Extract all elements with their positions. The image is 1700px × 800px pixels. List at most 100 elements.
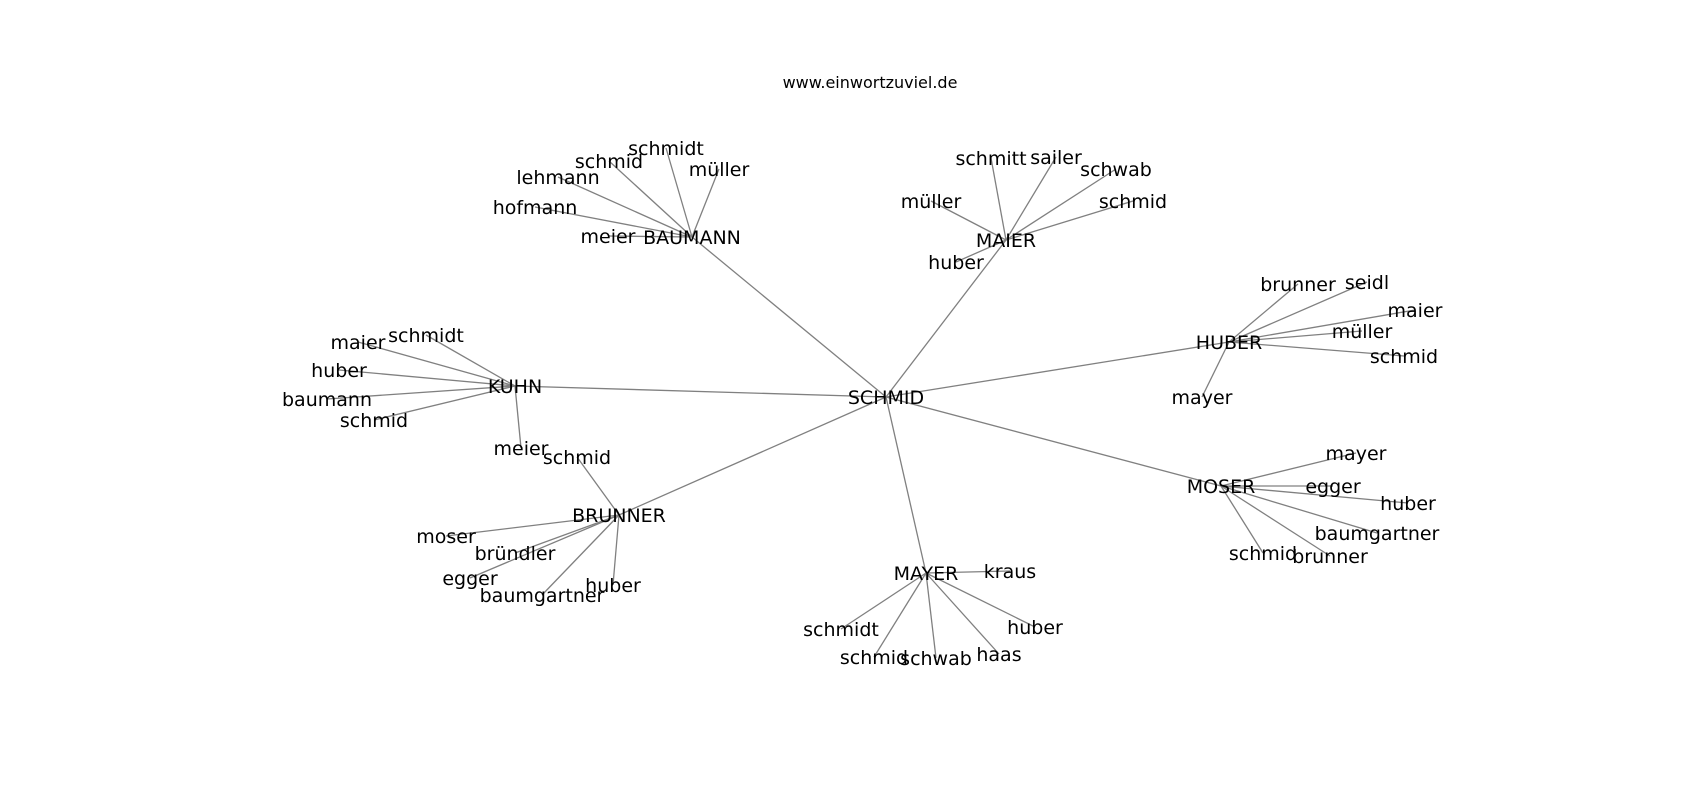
leaf-node-label: meier	[581, 226, 636, 248]
edge-maier-leaf	[1005, 168, 1117, 241]
edge-baumann-leaf	[665, 147, 693, 238]
leaf-node-label: meier	[494, 438, 549, 460]
edge-moser-leaf	[1220, 485, 1331, 557]
hub-node-label: KUHN	[488, 376, 542, 398]
edge-huber-leaf	[1228, 341, 1405, 357]
edge-baumann-leaf	[607, 235, 693, 238]
leaf-node-label: huber	[311, 360, 367, 382]
edge-huber-leaf	[1228, 330, 1363, 343]
leaf-node-label: baumgartner	[480, 585, 605, 607]
edge-root-brunner	[618, 396, 887, 516]
hub-node-label: BRUNNER	[572, 505, 666, 527]
edge-maier-leaf	[1005, 200, 1134, 241]
edge-huber-leaf	[1228, 309, 1416, 343]
edge-baumann-leaf	[557, 176, 693, 238]
leaf-node-label: schmid	[1099, 191, 1167, 213]
edge-kuhn-leaf	[338, 369, 516, 387]
leaf-node-label: seidl	[1345, 272, 1389, 294]
edge-baumann-leaf	[608, 160, 693, 238]
edge-huber-leaf	[1228, 283, 1299, 343]
edge-mayer-leaf	[925, 572, 1000, 655]
edge-maier-leaf	[955, 239, 1007, 263]
edge-root-moser	[885, 396, 1222, 487]
leaf-node-label: müller	[1332, 321, 1393, 343]
leaf-node-label: schmid	[1229, 543, 1297, 565]
leaf-node-label: egger	[1305, 476, 1361, 498]
leaf-node-label: egger	[442, 568, 498, 590]
leaf-node-label: mayer	[1326, 443, 1387, 465]
leaf-node-label: schmitt	[955, 148, 1026, 170]
edge-maier-leaf	[990, 157, 1007, 241]
edge-huber-leaf	[1201, 341, 1230, 398]
leaf-node-label: huber	[1380, 493, 1436, 515]
leaf-node-label: maier	[331, 332, 386, 354]
leaf-node-label: huber	[1007, 617, 1063, 639]
edge-root-baumann	[691, 236, 887, 398]
edge-kuhn-leaf	[357, 341, 516, 387]
edge-moser-leaf	[1220, 485, 1264, 554]
edge-brunner-leaf	[469, 514, 620, 579]
edge-mayer-leaf	[925, 572, 1036, 628]
leaf-node-label: schwab	[1080, 159, 1152, 181]
edge-mayer-leaf	[873, 572, 927, 658]
edge-brunner-leaf	[445, 514, 620, 537]
edge-root-maier	[885, 239, 1007, 398]
leaf-node-label: schmid	[575, 151, 643, 173]
diagram-title: www.einwortzuviel.de	[783, 73, 958, 92]
leaf-node-label: lehmann	[516, 167, 599, 189]
leaf-node-label: schmidt	[388, 325, 464, 347]
edge-moser-leaf	[1220, 485, 1378, 534]
hub-node-label: MAYER	[894, 563, 959, 585]
edge-root-kuhn	[514, 385, 887, 398]
edge-baumann-leaf	[691, 168, 720, 238]
edge-huber-leaf	[1228, 281, 1368, 343]
leaf-node-label: brunner	[1292, 546, 1368, 568]
edge-maier-leaf	[930, 200, 1007, 241]
leaf-node-label: schmid	[340, 410, 408, 432]
hub-node-label: BAUMANN	[643, 227, 741, 249]
leaf-node-label: huber	[928, 252, 984, 274]
leaf-node-label: schwab	[900, 648, 972, 670]
edge-mayer-leaf	[925, 572, 937, 659]
edge-brunner-leaf	[514, 514, 620, 554]
leaf-node-label: müller	[689, 159, 750, 181]
hub-node-label: MOSER	[1187, 476, 1256, 498]
leaf-node-label: schmidt	[803, 619, 879, 641]
leaf-node-label: schmidt	[628, 138, 704, 160]
hub-node-label: HUBER	[1196, 332, 1262, 354]
leaf-node-label: baumann	[282, 389, 372, 411]
leaf-node-label: huber	[585, 575, 641, 597]
edge-brunner-leaf	[541, 514, 620, 596]
leaf-node-label: mayer	[1172, 387, 1233, 409]
edge-mayer-leaf	[840, 572, 927, 630]
edge-moser-leaf	[1220, 452, 1357, 487]
leaf-node-label: schmid	[1370, 346, 1438, 368]
edge-kuhn-leaf	[326, 385, 516, 400]
edge-kuhn-leaf	[514, 385, 522, 449]
edge-baumann-leaf	[534, 206, 693, 238]
leaf-node-label: baumgartner	[1315, 523, 1440, 545]
hub-node-label: MAIER	[976, 230, 1036, 252]
leaf-node-label: hofmann	[493, 197, 578, 219]
edges-layer	[326, 147, 1416, 659]
leaf-node-label: schmid	[840, 647, 908, 669]
edge-mayer-leaf	[925, 570, 1011, 574]
edge-root-huber	[885, 341, 1230, 398]
leaf-node-label: maier	[1388, 300, 1443, 322]
leaf-node-label: haas	[976, 644, 1021, 666]
leaf-node-label: sailer	[1030, 147, 1082, 169]
leaf-node-label: müller	[901, 191, 962, 213]
leaf-node-label: bründler	[475, 543, 556, 565]
edge-maier-leaf	[1005, 156, 1057, 241]
edge-brunner-leaf	[612, 514, 620, 586]
edge-root-mayer	[885, 396, 927, 574]
root-node-label: SCHMID	[848, 387, 924, 409]
edge-kuhn-leaf	[373, 385, 516, 421]
leaf-node-label: brunner	[1260, 274, 1336, 296]
edge-brunner-leaf	[576, 456, 620, 516]
edge-kuhn-leaf	[425, 334, 516, 387]
leaf-node-label: kraus	[984, 561, 1036, 583]
leaf-node-label: moser	[416, 526, 476, 548]
